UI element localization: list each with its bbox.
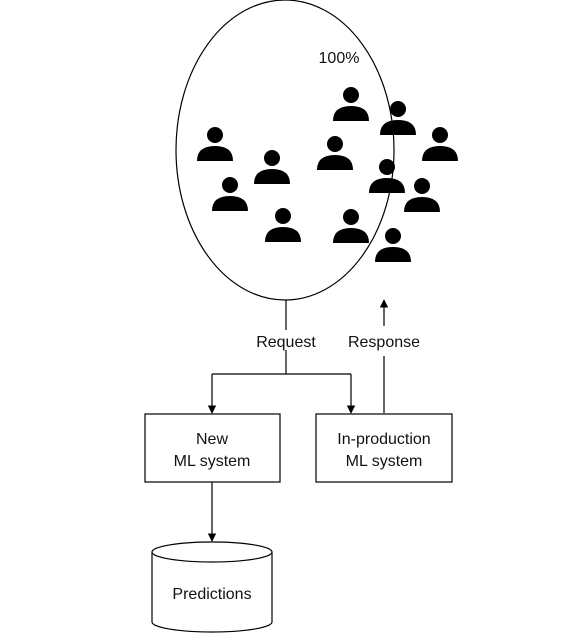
user-icon [404,178,440,212]
user-icon [254,150,290,184]
predictions-label: Predictions [172,586,251,603]
user-icon [380,101,416,135]
user-icon [333,209,369,243]
in-production-ml-system-label-line2: ML system [346,453,423,470]
user-icon [265,208,301,242]
new-ml-system-box [144,413,281,483]
user-icons [197,87,458,262]
request-label: Request [256,334,316,351]
new-ml-system-label-line1: New [196,431,228,448]
user-icon [212,177,248,211]
user-icon [197,127,233,161]
population-percent-label: 100% [319,50,360,67]
in-production-ml-system-label-line1: In-production [337,431,430,448]
response-label: Response [348,334,420,351]
user-population-ellipse [175,0,395,301]
user-icon [317,136,353,170]
user-icon [333,87,369,121]
user-icon [422,127,458,161]
predictions-database [151,541,273,633]
user-icon [375,228,411,262]
in-production-ml-system-box [315,413,453,483]
request-connector [207,300,356,414]
user-icon [369,159,405,193]
new-ml-system-label-line2: ML system [174,453,251,470]
